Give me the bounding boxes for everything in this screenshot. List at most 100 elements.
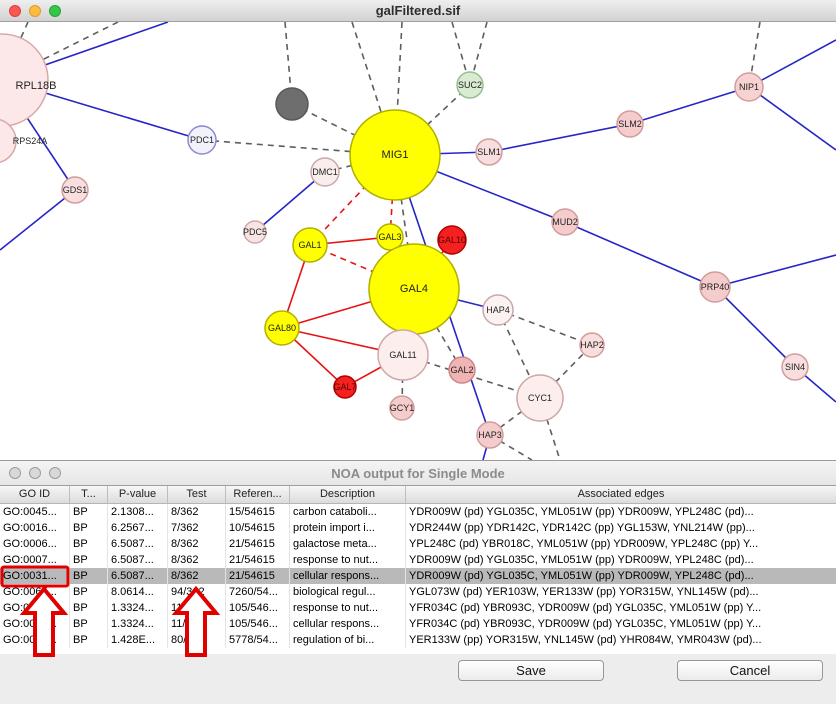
network-node-rps24a[interactable] bbox=[0, 119, 17, 163]
cell-go_id: GO:0065... bbox=[0, 584, 70, 600]
zoom-button[interactable] bbox=[49, 467, 61, 479]
cell-reference: 5778/54... bbox=[226, 632, 290, 648]
cell-test: 11/362 bbox=[168, 600, 226, 616]
network-edge bbox=[0, 189, 76, 251]
column-header-type[interactable]: T... bbox=[70, 486, 108, 503]
cell-p_value: 1.3324... bbox=[108, 600, 168, 616]
save-button[interactable]: Save bbox=[458, 660, 604, 681]
network-node-unlabeled[interactable] bbox=[275, 87, 309, 121]
network-node-gal10[interactable] bbox=[437, 225, 467, 255]
network-node-slm2[interactable] bbox=[616, 110, 644, 138]
network-node-hap2[interactable] bbox=[579, 332, 605, 358]
traffic-lights-inactive bbox=[9, 467, 61, 479]
network-node-cyc1[interactable] bbox=[516, 374, 564, 422]
cell-go_id: GO:0050... bbox=[0, 600, 70, 616]
network-node-gal80[interactable] bbox=[264, 310, 300, 346]
network-node-hap4[interactable] bbox=[482, 294, 514, 326]
cell-description: response to nut... bbox=[290, 552, 406, 568]
node-label-nip1: NIP1 bbox=[739, 82, 759, 92]
network-node-nip1[interactable] bbox=[734, 72, 764, 102]
network-window-titlebar[interactable]: galFiltered.sif bbox=[0, 0, 836, 22]
cell-description: cellular respons... bbox=[290, 616, 406, 632]
network-node-mig1[interactable] bbox=[349, 109, 441, 201]
close-button[interactable] bbox=[9, 467, 21, 479]
network-node-mud2[interactable] bbox=[551, 208, 579, 236]
minimize-button[interactable] bbox=[29, 467, 41, 479]
cell-p_value: 6.5087... bbox=[108, 536, 168, 552]
cell-type: BP bbox=[70, 632, 108, 648]
cell-type: BP bbox=[70, 536, 108, 552]
cell-description: regulation of bi... bbox=[290, 632, 406, 648]
network-edge bbox=[714, 286, 796, 368]
network-edge bbox=[564, 221, 716, 288]
cell-type: BP bbox=[70, 568, 108, 584]
network-edge bbox=[351, 22, 396, 156]
noa-window-titlebar[interactable]: NOA output for Single Mode bbox=[0, 461, 836, 486]
cancel-button[interactable]: Cancel bbox=[677, 660, 823, 681]
network-node-gds1[interactable] bbox=[61, 176, 89, 204]
cell-p_value: 1.3324... bbox=[108, 616, 168, 632]
network-node-slm1[interactable] bbox=[475, 138, 503, 166]
network-window-title: galFiltered.sif bbox=[375, 3, 461, 18]
network-node-pdc1[interactable] bbox=[187, 125, 217, 155]
zoom-button[interactable] bbox=[49, 4, 61, 17]
cell-type: BP bbox=[70, 616, 108, 632]
column-header-test[interactable]: Test bbox=[168, 486, 226, 503]
network-node-pdc5[interactable] bbox=[243, 220, 267, 244]
cell-associated_edges: YFR034C (pd) YBR093C, YDR009W (pd) YGL03… bbox=[409, 602, 762, 614]
column-header-associated_edges[interactable]: Associated edges bbox=[577, 488, 665, 500]
network-node-prp40[interactable] bbox=[699, 271, 731, 303]
cell-test: 8/362 bbox=[168, 504, 226, 520]
cell-description: cellular respons... bbox=[290, 568, 406, 584]
network-node-sin4[interactable] bbox=[781, 353, 809, 381]
node-label-rpl18b: RPL18B bbox=[16, 80, 57, 92]
network-node-gal7[interactable] bbox=[333, 375, 357, 399]
minimize-button[interactable] bbox=[29, 4, 41, 17]
cell-test: 8/362 bbox=[168, 552, 226, 568]
node-label-hap2: HAP2 bbox=[580, 340, 604, 350]
network-node-gal3[interactable] bbox=[376, 223, 404, 251]
cell-reference: 21/54615 bbox=[226, 536, 290, 552]
cell-reference: 21/54615 bbox=[226, 552, 290, 568]
node-label-gal80: GAL80 bbox=[268, 323, 296, 333]
network-edge bbox=[309, 244, 415, 290]
node-label-pdc5: PDC5 bbox=[243, 227, 267, 237]
cell-reference: 10/54615 bbox=[226, 520, 290, 536]
cell-associated_edges: YDR009W (pd) YGL035C, YML051W (pp) YDR00… bbox=[409, 570, 754, 582]
cell-test: 94/362 bbox=[168, 584, 226, 600]
network-node-gal2[interactable] bbox=[448, 356, 476, 384]
network-node-dmc1[interactable] bbox=[310, 157, 340, 187]
cell-associated_edges: YFR034C (pd) YBR093C, YDR009W (pd) YGL03… bbox=[409, 618, 762, 630]
column-header-go_id[interactable]: GO ID bbox=[0, 486, 70, 503]
close-button[interactable] bbox=[9, 4, 21, 17]
column-header-description[interactable]: Description bbox=[290, 486, 406, 503]
cell-reference: 105/546... bbox=[226, 616, 290, 632]
network-node-suc2[interactable] bbox=[456, 71, 484, 99]
network-node-gcy1[interactable] bbox=[389, 395, 415, 421]
network-node-hap3[interactable] bbox=[476, 421, 504, 449]
node-label-suc2: SUC2 bbox=[458, 80, 482, 90]
node-label-mud2: MUD2 bbox=[552, 217, 578, 227]
network-node-gal1[interactable] bbox=[292, 227, 328, 263]
button-bar: Save Cancel bbox=[0, 654, 836, 704]
node-label-gal11: GAL11 bbox=[389, 350, 416, 360]
column-header-reference[interactable]: Referen... bbox=[226, 486, 290, 503]
node-label-hap3: HAP3 bbox=[478, 430, 502, 440]
cell-description: protein import i... bbox=[290, 520, 406, 536]
column-header-p_value[interactable]: P-value bbox=[108, 486, 168, 503]
cell-go_id: GO:0031... bbox=[0, 568, 70, 584]
network-node-gal11[interactable] bbox=[377, 329, 429, 381]
